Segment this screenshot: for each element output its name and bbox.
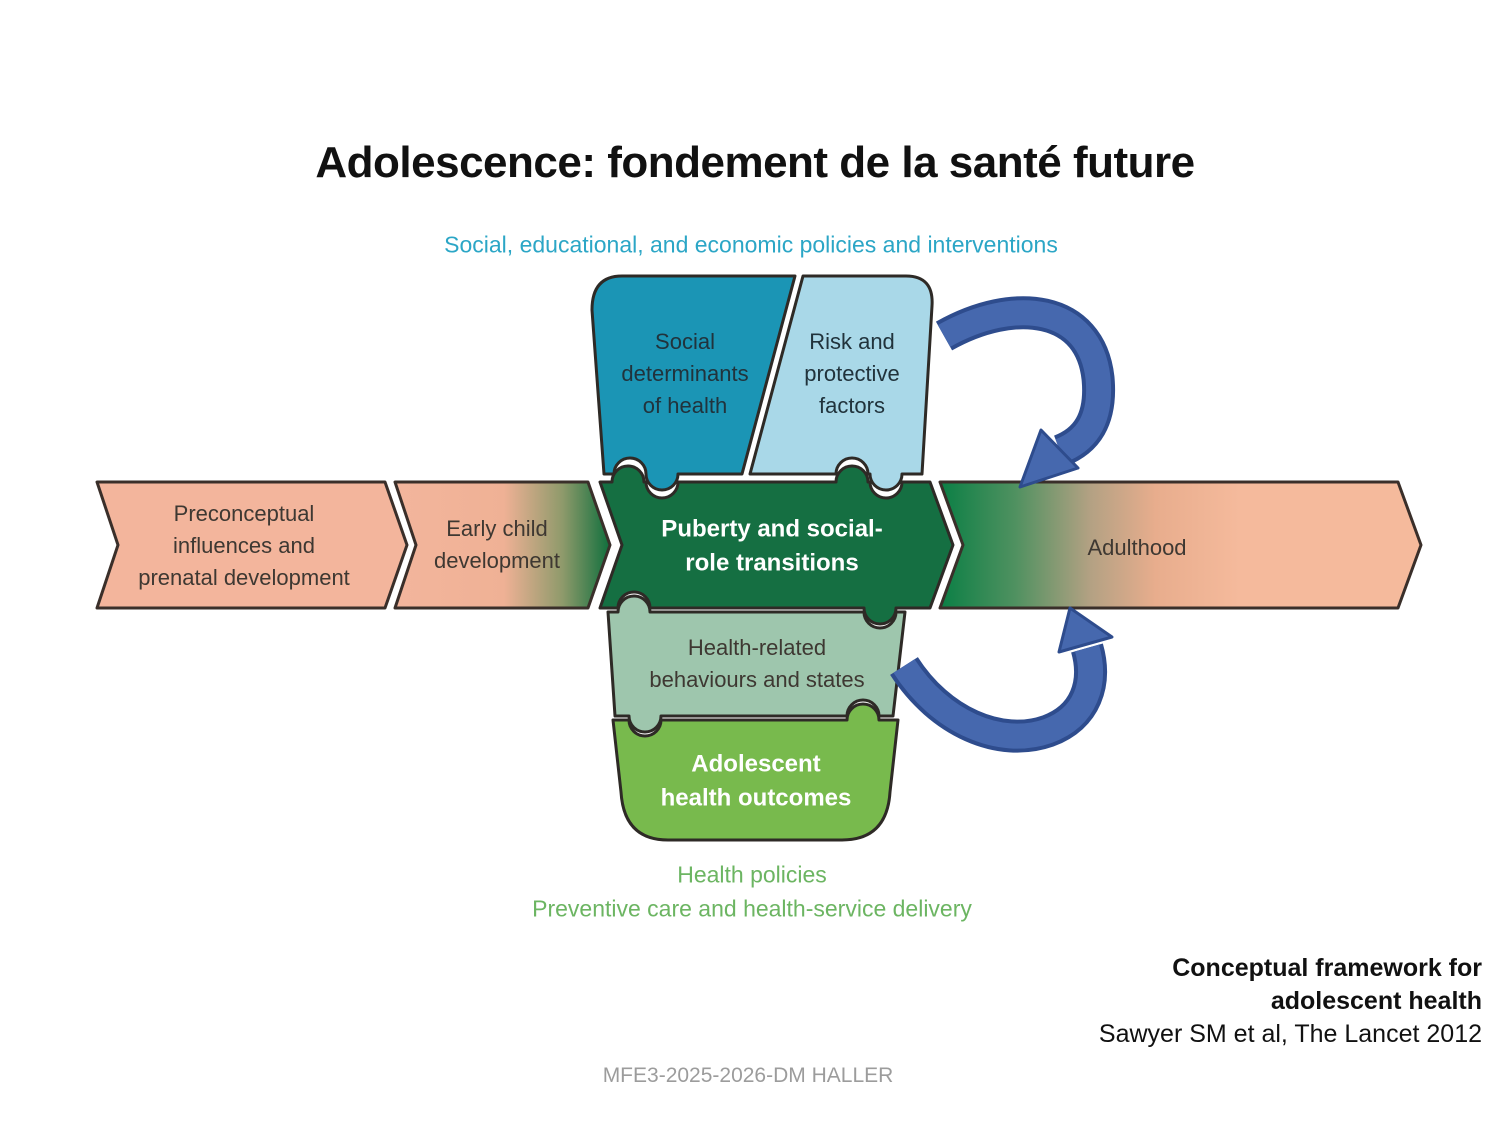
- puzzle-piece-adolescent-outcomes: [611, 702, 900, 842]
- puzzle-piece-health-behaviours: [606, 594, 907, 734]
- timeline-arrow-preconceptual: [95, 480, 409, 610]
- health-policies-label: Health policies: [677, 861, 827, 888]
- health-behaviours-label: Health-related behaviours and states: [649, 635, 865, 692]
- puberty-label: Puberty and social- role transitions: [661, 515, 883, 576]
- puzzle-piece-social-determinants: [590, 274, 797, 492]
- early-child-label: Early child development: [434, 516, 560, 573]
- adulthood-label: Adulthood: [1087, 535, 1187, 561]
- cycle-arrow-bottom-icon: [890, 606, 1114, 753]
- footer-text: MFE3-2025-2026-DM HALLER: [602, 1064, 894, 1087]
- caption-line-2: adolescent health: [1270, 987, 1482, 1015]
- page-title: Adolescence: fondement de la santé futur…: [315, 138, 1195, 187]
- preventive-care-label: Preventive care and health-service deliv…: [532, 895, 972, 922]
- cycle-arrow-top-icon: [935, 296, 1116, 489]
- source-caption: Conceptual framework for adolescent heal…: [1099, 952, 1482, 1051]
- timeline-arrow-adulthood: [938, 480, 1423, 610]
- adolescent-outcomes-label: Adolescent health outcomes: [660, 750, 852, 811]
- caption-line-3: Sawyer SM et al, The Lancet 2012: [1098, 1020, 1482, 1048]
- timeline-arrow-early-child: [393, 480, 612, 610]
- risk-protective-label: Risk and protective factors: [804, 329, 900, 418]
- puzzle-piece-risk-protective: [748, 274, 934, 492]
- caption-line-1: Conceptual framework for: [1172, 954, 1482, 982]
- social-determinants-label: Social determinants of health: [621, 329, 749, 418]
- policies-top-label: Social, educational, and economic polici…: [444, 231, 1058, 258]
- preconceptual-label: Preconceptual influences and prenatal de…: [138, 501, 350, 590]
